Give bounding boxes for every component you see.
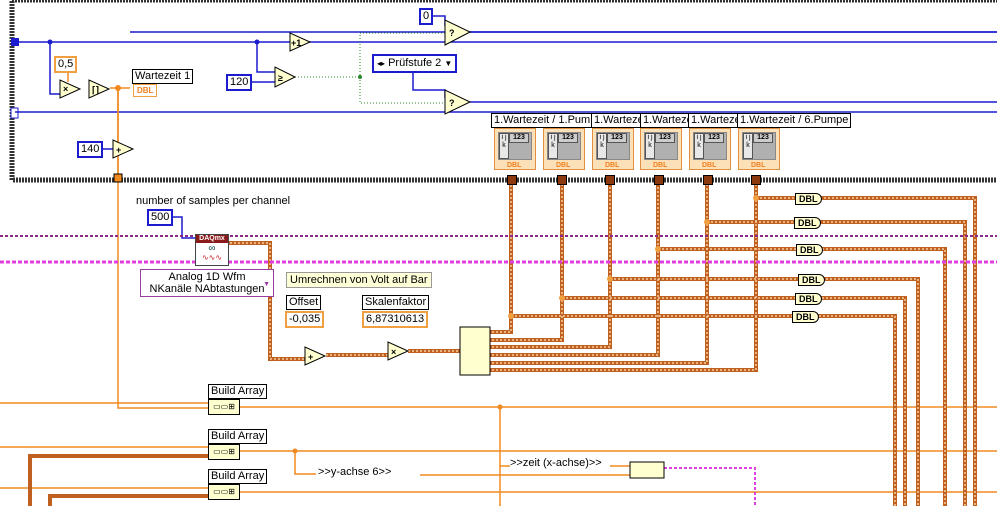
zeit-label: >>zeit (x-achse)>> xyxy=(510,457,602,469)
to-dbl-node-4[interactable]: DBL xyxy=(798,274,825,286)
greater-equal-node xyxy=(274,66,297,88)
scale-label: Skalenfaktor xyxy=(362,295,430,310)
bundle-node xyxy=(629,461,665,479)
wartezeit1-indicator[interactable]: DBL xyxy=(133,84,158,97)
build-array-node-1[interactable]: ▭▭⊞ xyxy=(208,399,240,415)
build-array-node-2[interactable]: ▭▭⊞ xyxy=(208,444,240,460)
multiply-scale-node xyxy=(387,341,410,361)
indicator-label-6: 1.Wartezeit / 6.Pumpe xyxy=(737,113,851,128)
loop-tunnel-3 xyxy=(605,175,615,185)
loop-tunnel-1 xyxy=(507,175,517,185)
build-array-label-1: Build Array xyxy=(208,384,268,399)
c120-constant[interactable]: 120 xyxy=(226,74,253,91)
enum-arrows-icon: ◂▸ xyxy=(377,59,386,68)
indicator-label-3: 1.Warteze xyxy=(640,113,691,128)
factor-constant[interactable]: 0,5 xyxy=(54,56,78,73)
svg-text:+: + xyxy=(116,145,121,155)
chevron-down-icon: ▼ xyxy=(263,281,270,288)
select-node-2 xyxy=(444,89,472,115)
loop-tunnel-4 xyxy=(654,175,664,185)
samples-constant[interactable]: 500 xyxy=(147,209,174,226)
indicator-label-4: 1.Warteze xyxy=(688,113,739,128)
svg-text:⌈⌉: ⌈⌉ xyxy=(92,85,99,95)
build-array-icon: ▭▭⊞ xyxy=(213,487,235,496)
daqmx-polymorphic-selector[interactable]: Analog 1D Wfm NKanäle NAbtastungen ▼ xyxy=(140,269,274,297)
offset-label: Offset xyxy=(286,295,322,310)
wartezeit1-label: Wartezeit 1 xyxy=(132,69,194,84)
increment-node xyxy=(289,32,312,52)
index-array-node xyxy=(459,326,491,376)
loop-tunnel xyxy=(10,107,19,119)
svg-text:+: + xyxy=(308,352,313,362)
enum-value: Prüfstufe 2 xyxy=(388,57,442,69)
loop-tunnel-6 xyxy=(751,175,761,185)
svg-text:+1: +1 xyxy=(291,38,301,48)
scale-constant[interactable]: 6,87310613 xyxy=(362,311,429,328)
waveform-icon: ∿∿∿ xyxy=(201,253,223,262)
polymorphic-line1: Analog 1D Wfm xyxy=(168,271,246,283)
samples-label: number of samples per channel xyxy=(136,195,291,207)
build-array-icon: ▭▭⊞ xyxy=(213,447,235,456)
svg-text:?: ? xyxy=(449,98,455,108)
svg-text:≥: ≥ xyxy=(278,73,283,83)
round-node xyxy=(88,79,111,99)
chevron-down-icon: ▼ xyxy=(444,59,453,68)
svg-text:×: × xyxy=(391,347,396,357)
daqmx-read-node[interactable]: DAQmx ∞ ∿∿∿ xyxy=(195,234,229,266)
polymorphic-line2: NKanäle NAbtastungen xyxy=(149,283,265,295)
select-node-1 xyxy=(444,19,472,46)
indicator-label-1: 1.Wartezeit / 1.Pum xyxy=(491,113,597,128)
build-array-label-3: Build Array xyxy=(208,469,268,484)
build-array-label-2: Build Array xyxy=(208,429,268,444)
multiply-node xyxy=(59,79,82,99)
loop-tunnel-5 xyxy=(703,175,713,185)
pruefstufe-enum[interactable]: ◂▸ Prüfstufe 2 ▼ xyxy=(372,54,458,73)
to-dbl-node-1[interactable]: DBL xyxy=(795,193,822,205)
c140-constant[interactable]: 140 xyxy=(77,141,104,158)
to-dbl-node-3[interactable]: DBL xyxy=(796,244,823,256)
to-dbl-node-2[interactable]: DBL xyxy=(794,217,821,229)
loop-tunnel-2 xyxy=(557,175,567,185)
add-140-node xyxy=(112,139,135,159)
glasses-icon: ∞ xyxy=(208,243,216,254)
build-array-icon: ▭▭⊞ xyxy=(213,402,235,411)
c0-constant[interactable]: 0 xyxy=(419,8,434,25)
svg-text:×: × xyxy=(63,84,68,94)
conversion-note: Umrechnen von Volt auf Bar xyxy=(286,272,432,288)
svg-text:?: ? xyxy=(449,28,455,38)
to-dbl-node-5[interactable]: DBL xyxy=(795,293,822,305)
to-dbl-node-6[interactable]: DBL xyxy=(792,311,819,323)
add-offset-node xyxy=(304,346,327,366)
y-achse-label: >>y-achse 6>> xyxy=(318,466,392,478)
build-array-node-3[interactable]: ▭▭⊞ xyxy=(208,484,240,500)
offset-constant[interactable]: -0,035 xyxy=(285,311,325,328)
indicator-label-2: 1.Warteze xyxy=(591,113,642,128)
